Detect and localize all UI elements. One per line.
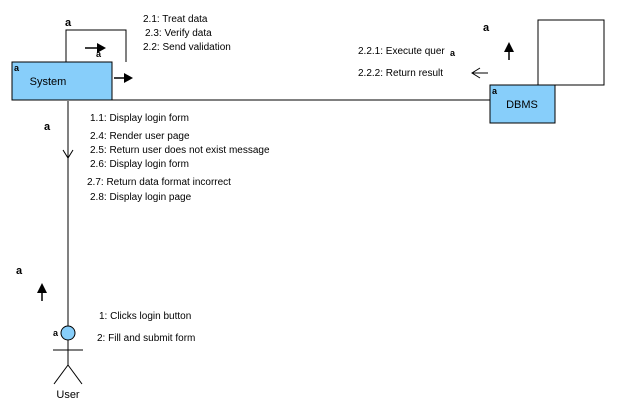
self-loop-arrow-1-head <box>97 43 106 53</box>
dbms-self-loop <box>537 19 605 86</box>
user-actor-head[interactable] <box>60 325 76 341</box>
user-actor-label: User <box>56 389 80 401</box>
dbms-msg-2: 2.2.2: Return result <box>358 68 443 79</box>
user-above-mark: a <box>16 265 23 277</box>
dbms-up-arrow-head <box>504 42 514 52</box>
system-self-msg-3: 2.2: Send validation <box>143 42 231 53</box>
system-self-loop-mark: a <box>65 17 72 29</box>
system-object-mark: a <box>14 63 20 73</box>
system-self-loop <box>65 29 127 62</box>
user-msg-6: 2.8: Display login page <box>90 192 192 203</box>
system-msg-2: 2: Fill and submit form <box>97 333 195 344</box>
system-self-msg-1: 2.1: Treat data <box>143 14 208 25</box>
dbms-msg-mark: a <box>450 48 456 58</box>
user-msg-4: 2.6: Display login form <box>90 159 189 170</box>
user-link-mark: a <box>44 121 51 133</box>
user-actor-leg-left <box>53 364 69 385</box>
self-loop-arrow-mark: a <box>96 49 102 59</box>
dbms-msg-1: 2.2.1: Execute quer <box>358 46 445 57</box>
system-object-label: System <box>30 76 67 88</box>
user-msg-2: 2.4: Render user page <box>90 131 190 142</box>
down-arrow-head <box>62 149 74 159</box>
self-loop-arrow-2-head <box>124 73 133 83</box>
system-self-msg-2: 2.3: Verify data <box>145 28 212 39</box>
user-actor-leg-right <box>67 364 83 385</box>
user-msg-1: 1.1: Display login form <box>90 113 189 124</box>
user-up-arrow-head <box>37 283 47 293</box>
return-arrow-head <box>471 67 481 79</box>
dbms-object-label: DBMS <box>506 99 538 111</box>
dbms-object[interactable] <box>489 84 556 124</box>
dbms-object-mark: a <box>492 86 498 96</box>
system-msg-1: 1: Clicks login button <box>99 311 191 322</box>
dbms-above-mark: a <box>483 22 490 34</box>
user-actor-mark: a <box>53 328 59 338</box>
user-msg-5: 2.7: Return data format incorrect <box>87 177 231 188</box>
user-msg-3: 2.5: Return user does not exist message <box>90 145 270 156</box>
system-object[interactable] <box>11 61 113 101</box>
